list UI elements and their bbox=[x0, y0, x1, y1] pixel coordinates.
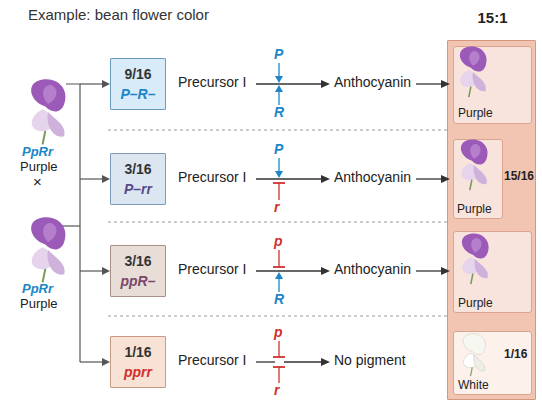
allele-label: R bbox=[274, 105, 284, 120]
ratio-heading: 15:1 bbox=[448, 10, 537, 27]
molecule-label: Anthocyanin bbox=[334, 262, 411, 277]
genotype-text: PpRr bbox=[22, 282, 53, 296]
allele-label: P bbox=[274, 142, 283, 157]
fraction-text: 3/16 bbox=[111, 162, 165, 177]
diagram-title: Example: bean flower color bbox=[28, 7, 209, 24]
phenotype-panel: Purple bbox=[453, 231, 532, 313]
allele-label: r bbox=[274, 200, 279, 215]
pathway-row-2 bbox=[256, 158, 450, 200]
genotype-text: P–R– bbox=[111, 87, 165, 102]
fraction-text: 3/16 bbox=[111, 254, 165, 269]
phenotype-text: Purple bbox=[458, 107, 493, 120]
genotype-text: P–rr bbox=[111, 182, 165, 197]
genotype-text: ppR– bbox=[111, 274, 165, 289]
allele-label: R bbox=[274, 292, 284, 307]
phenotype-text: Purple bbox=[457, 203, 492, 216]
phenotype-panel: Purple bbox=[453, 46, 532, 124]
fraction-text: 1/16 bbox=[111, 345, 165, 360]
fraction-box: 1/16 pprr bbox=[110, 336, 166, 388]
phenotype-text: Purple bbox=[458, 297, 493, 310]
molecule-label: Precursor I bbox=[178, 170, 246, 185]
molecule-label: Precursor I bbox=[178, 75, 246, 90]
phenotype-panel: 1/16White bbox=[453, 331, 532, 395]
phenotype-panel: Purple bbox=[453, 139, 503, 219]
allele-label: P bbox=[274, 47, 283, 62]
fraction-text: 15/16 bbox=[504, 170, 534, 183]
fraction-text: 1/16 bbox=[504, 348, 527, 361]
fraction-box: 3/16 ppR– bbox=[110, 245, 166, 297]
phenotype-column: 15:1PurplePurplePurple1/16White bbox=[447, 40, 536, 400]
phenotype-text: Purple bbox=[20, 160, 58, 174]
molecule-label: Anthocyanin bbox=[334, 170, 411, 185]
fraction-box: 9/16P–R– bbox=[110, 58, 166, 110]
pathway-row-3 bbox=[256, 250, 450, 292]
parent-flowers bbox=[31, 79, 65, 282]
allele-label: p bbox=[274, 325, 283, 340]
phenotype-text: Purple bbox=[20, 297, 58, 311]
branch-lines bbox=[58, 84, 104, 362]
molecule-label: Precursor I bbox=[178, 262, 246, 277]
cross-symbol: × bbox=[33, 174, 42, 191]
genotype-text: PpRr bbox=[22, 145, 53, 159]
allele-label: r bbox=[274, 383, 279, 398]
pathway-row-1 bbox=[256, 63, 450, 105]
pathway-row-4 bbox=[256, 341, 330, 383]
row-separators bbox=[108, 130, 447, 316]
molecule-label: Anthocyanin bbox=[334, 75, 411, 90]
molecule-label: No pigment bbox=[334, 353, 406, 368]
fraction-text: 9/16 bbox=[111, 67, 165, 82]
fraction-box: 3/16P–rr bbox=[110, 153, 166, 205]
offspring-flowers bbox=[460, 47, 489, 377]
genotype-text: pprr bbox=[111, 365, 165, 380]
branch-arrowheads bbox=[102, 80, 110, 366]
allele-label: p bbox=[274, 234, 283, 249]
phenotype-text: White bbox=[458, 379, 489, 392]
molecule-label: Precursor I bbox=[178, 353, 246, 368]
